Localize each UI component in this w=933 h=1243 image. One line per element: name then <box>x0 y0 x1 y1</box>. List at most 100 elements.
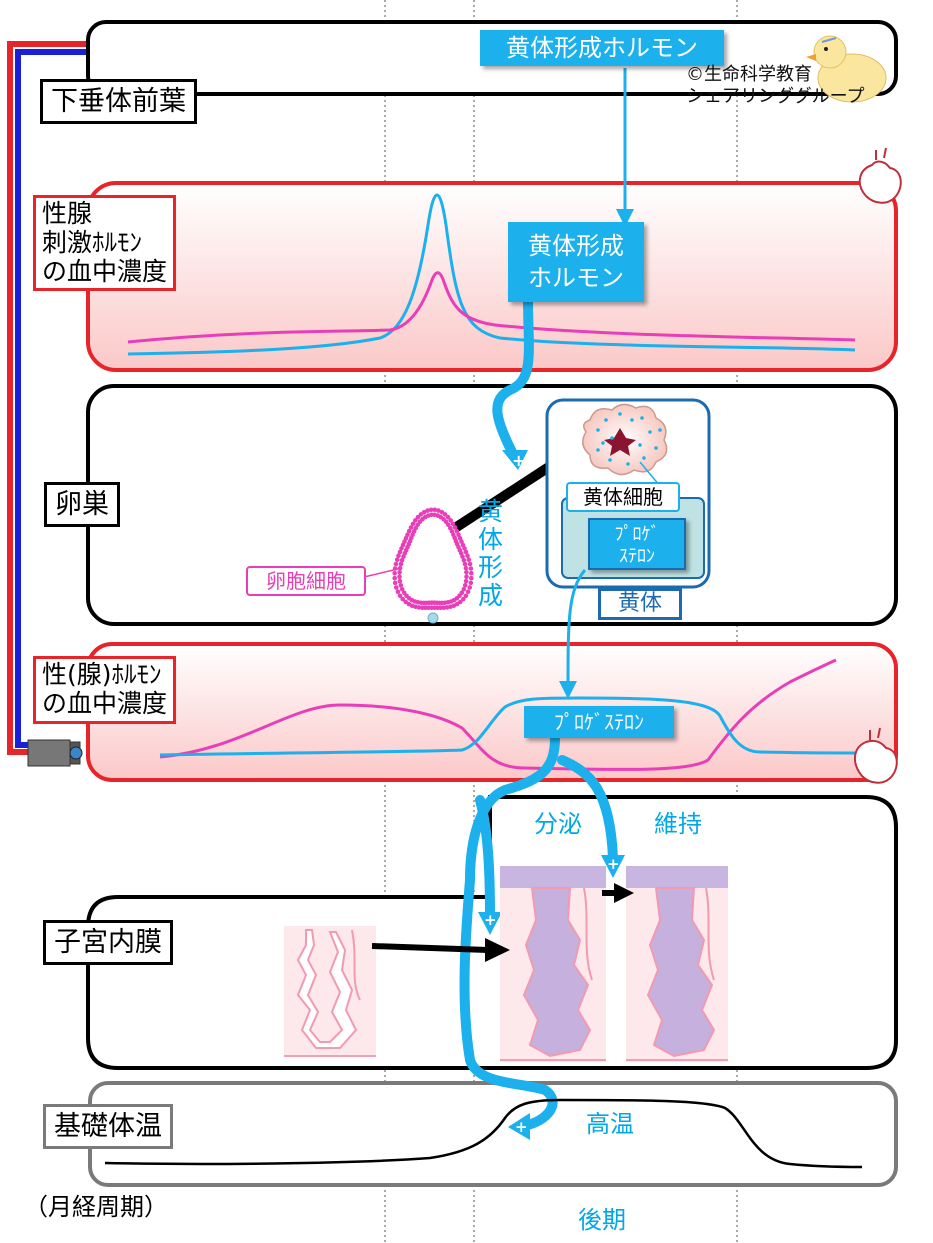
svg-text:+: + <box>607 855 620 873</box>
follicle-cell-dot <box>448 518 454 523</box>
follicle-cell-dot <box>401 590 407 596</box>
oocyte-pointer <box>363 567 403 578</box>
lh-to-ovary-path <box>492 295 534 457</box>
endometrium-maintained-image <box>626 866 728 1062</box>
progesterone-secretion-path <box>559 569 587 699</box>
follicle-cell-dot <box>450 521 456 527</box>
estrogen-curve-pink <box>159 658 837 772</box>
luteal-cell-label: 黄体細胞 <box>566 482 680 512</box>
basal-temp-label: 基礎体温 <box>43 1104 173 1150</box>
svg-text:+: + <box>484 911 497 929</box>
follicle-cell-dot <box>462 583 468 588</box>
follicle-cell-dot <box>467 561 473 567</box>
heart-icon <box>854 727 898 784</box>
follicle-cell-dot <box>395 589 401 595</box>
follicle-to-luteum-arrow <box>452 458 558 533</box>
follicle-cell-dot <box>444 605 450 610</box>
plus-arrowheads <box>478 855 625 1140</box>
lh-box-blood: 黄体形成 ホルモン <box>508 222 644 302</box>
follicle-cell-dot <box>398 561 404 567</box>
follicle-cell-dot <box>397 549 403 555</box>
follicle-cell-dot <box>392 575 398 581</box>
ovary-label: 卵巣 <box>44 482 120 528</box>
follicle-cell-dot <box>413 518 418 523</box>
follicle-cell-dot <box>460 554 465 559</box>
follicle-cell-dot <box>461 557 467 563</box>
endometrium-black-arrows <box>371 883 634 962</box>
copyright-text: ©生命科学教育 シェアリンググループ <box>686 64 865 107</box>
plus-sign-1: + <box>512 451 525 470</box>
progesterone-box-ovary: ﾌﾟﾛｹﾞ ｽﾃﾛﾝ <box>588 518 686 570</box>
basal-temp-curve <box>104 1098 863 1169</box>
late-phase-text: 後期 <box>578 1206 626 1234</box>
follicle-ring <box>392 507 474 610</box>
follicle-cell-dot <box>408 525 414 530</box>
follicle-cell-dot <box>468 566 474 571</box>
progesterone-branch-maintain <box>557 755 618 863</box>
follicle-cell-dot <box>463 578 469 584</box>
follicle-cell-dot <box>392 570 398 576</box>
high-temp-text: 高温 <box>586 1110 634 1138</box>
follicle-cell-dot <box>428 507 434 513</box>
follicle-cell-dot <box>466 557 472 562</box>
follicle-cell-dot <box>413 525 419 531</box>
follicle-cell-dot <box>461 587 467 592</box>
follicle-cell-dot <box>436 508 441 513</box>
follicle-cell-dot <box>399 557 405 563</box>
follicle-cell-dot <box>463 549 469 555</box>
follicle-cell-dot <box>462 546 467 551</box>
fsh-curve-pink <box>127 271 856 344</box>
oocyte-label: 卵胞細胞 <box>246 566 366 596</box>
follicle-cell-dot <box>397 593 403 599</box>
camera-icon <box>27 739 83 767</box>
follicle-cell-dot <box>405 532 410 537</box>
follicle-cell-dot <box>463 565 469 571</box>
luteinization-text-col1: 黄体 形成 <box>478 497 504 610</box>
follicle-cell-dot <box>400 596 406 602</box>
follicle-cell-dot <box>399 587 405 592</box>
follicle-cell-dot <box>465 553 470 558</box>
follicle-cell-dot <box>462 561 468 567</box>
follicle-cell-dot <box>406 601 412 607</box>
follicle-cell-dot <box>461 596 466 602</box>
follicle-cell-dot <box>398 583 404 588</box>
follicle-cell-dot <box>467 585 473 590</box>
signal-cable <box>7 41 92 755</box>
follicle-cell-dot <box>429 512 434 518</box>
lh-box-pituitary: 黄体形成ホルモン <box>480 30 724 66</box>
follicle-cell-dot <box>454 528 460 534</box>
follicle-cell-dot <box>445 514 451 520</box>
gonadotropin-label: 性腺 刺激ﾎﾙﾓﾝ の血中濃度 <box>33 195 177 292</box>
basal-temp-panel <box>88 1081 898 1187</box>
maintain-text: 維持 <box>654 810 702 838</box>
cycle-label: （月経周期） <box>24 1193 168 1222</box>
follicle-cell-dot <box>406 528 412 534</box>
follicle-cell-dot <box>464 574 469 579</box>
heart-icon <box>858 147 902 204</box>
follicle-cell-dot <box>397 574 402 579</box>
follicle-cell-dot <box>393 561 399 567</box>
follicle-cell-dot <box>403 535 409 541</box>
follicle-cell-dot <box>418 512 424 517</box>
follicle-cell-dot <box>403 599 409 605</box>
sex-hormone-label: 性(腺)ﾎﾙﾓﾝ の血中濃度 <box>33 656 177 724</box>
follicle-cell-dot <box>463 593 469 599</box>
pituitary-label: 下垂体前葉 <box>40 79 197 125</box>
follicle-cell-dot <box>458 599 463 605</box>
progesterone-branch-secretion <box>475 795 495 920</box>
follicle-cell-dot <box>452 525 458 530</box>
follicle-cell-dot <box>469 575 474 581</box>
endometrium-panel <box>86 795 898 1070</box>
endometrium-thin-image <box>284 926 376 1057</box>
follicle-cell-dot <box>394 557 400 562</box>
progesterone-box-blood: ﾌﾟﾛｹﾞｽﾃﾛﾝ <box>524 706 674 738</box>
follicle-cell-dot <box>394 585 399 590</box>
follicle-cell-dot <box>396 553 401 558</box>
lh-plus-arrowhead <box>502 450 528 470</box>
plus-signs: + + + <box>484 855 620 1136</box>
oocyte-dot <box>427 612 439 624</box>
follicle-cell-dot <box>432 507 438 513</box>
follicle-cell-dot <box>446 522 451 528</box>
